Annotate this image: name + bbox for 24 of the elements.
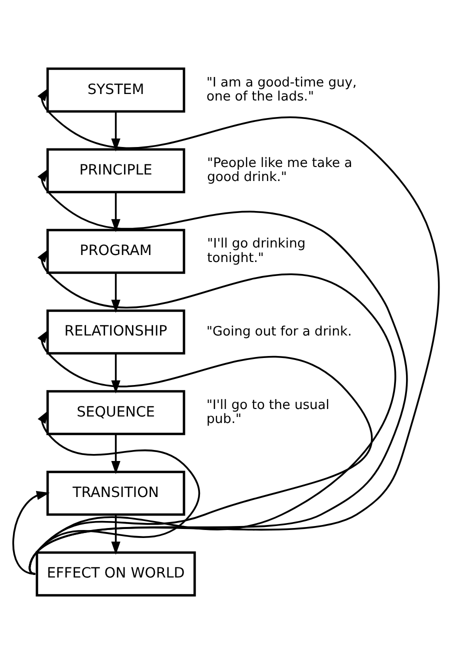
node-box: EFFECT ON WORLD	[36, 551, 196, 596]
arrow	[28, 330, 372, 575]
node-box: SYSTEM	[46, 68, 186, 113]
arrow	[111, 192, 120, 232]
arrow	[29, 88, 440, 574]
arrow	[12, 490, 50, 575]
node-label: "Going out for a drink.	[206, 324, 352, 340]
node-label: "I'll go drinking tonight."	[207, 236, 306, 266]
node-box: PROGRAM	[46, 228, 186, 274]
arrow	[111, 112, 120, 152]
arrow	[28, 410, 200, 575]
arrow	[28, 249, 396, 574]
node-box: SEQUENCE	[46, 390, 186, 436]
arrow	[111, 354, 120, 394]
node-box: TRANSITION	[46, 470, 186, 516]
node-box: PRINCIPLE	[46, 148, 186, 194]
node-label: "People like me take a good drink."	[207, 156, 352, 186]
arrow	[111, 273, 120, 313]
arrow	[111, 434, 120, 474]
node-box: RELATIONSHIP	[46, 309, 186, 355]
arrow	[111, 515, 120, 555]
node-label: "I am a good-time guy, one of the lads."	[206, 75, 357, 105]
arrow	[28, 168, 408, 574]
node-label: "I'll go to the usual pub."	[206, 398, 330, 428]
